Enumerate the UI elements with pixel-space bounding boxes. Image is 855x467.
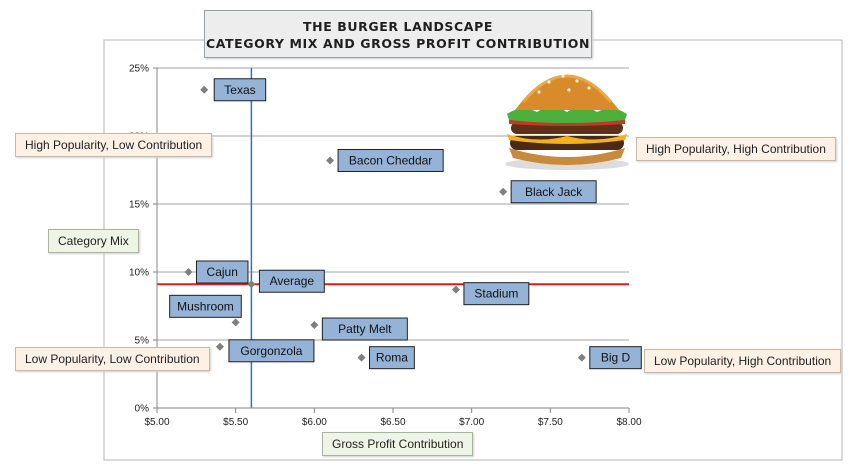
average-marker (247, 280, 256, 289)
point-label: Texas (224, 83, 255, 97)
point-marker (231, 318, 240, 327)
y-axis-title: Category Mix (48, 229, 139, 253)
point-marker (215, 342, 224, 351)
point-label-box (369, 346, 415, 370)
x-axis-title: Gross Profit Contribution (322, 432, 474, 456)
point-marker (310, 321, 319, 330)
point-label-box (463, 282, 530, 306)
point-marker (200, 85, 209, 94)
point-label: Stadium (474, 287, 518, 301)
point-marker (184, 268, 193, 276)
quadrant-high-pop-low-contrib: High Popularity, Low Contribution (15, 133, 213, 157)
x-tick-label: $5.00 (144, 417, 169, 428)
point-marker (577, 353, 586, 362)
quadrant-high-pop-high-contrib: High Popularity, High Contribution (636, 137, 836, 161)
chart-title: THE BURGER LANDSCAPE (303, 19, 493, 34)
point-label-box (169, 294, 242, 318)
y-tick-label: 25% (129, 64, 149, 75)
point-label: Bacon Cheddar (349, 153, 432, 167)
data-points (184, 85, 586, 362)
x-tick-label: $8.00 (616, 417, 641, 428)
x-tick-label: $7.00 (459, 417, 484, 428)
point-label: Patty Melt (338, 322, 392, 336)
quadrant-low-pop-low-contrib: Low Popularity, Low Contribution (15, 347, 210, 371)
point-label: Big D (601, 351, 631, 365)
point-label-box (589, 346, 642, 370)
chart-frame (103, 39, 843, 461)
point-label-box (228, 339, 315, 363)
burger-image (505, 74, 629, 170)
y-tick-label: 0% (135, 404, 150, 415)
point-marker (499, 187, 508, 196)
chart-subtitle: CATEGORY MIX AND GROSS PROFIT CONTRIBUTI… (205, 36, 591, 51)
x-tick-label: $6.50 (380, 417, 405, 428)
x-tick-label: $7.50 (538, 417, 563, 428)
y-tick-label: 15% (129, 200, 149, 211)
point-label: Roma (376, 351, 408, 365)
y-tick-label: 5% (135, 336, 150, 347)
point-label: Black Jack (525, 185, 583, 199)
point-marker (357, 353, 366, 362)
y-tick-label: 10% (129, 268, 149, 279)
point-marker (326, 156, 335, 165)
point-label-box (337, 148, 444, 172)
point-label-box (321, 317, 408, 341)
average-label: Average (270, 274, 315, 288)
quadrant-low-pop-high-contrib: Low Popularity, High Contribution (644, 349, 842, 373)
point-label: Mushroom (177, 299, 234, 313)
point-label-box (213, 78, 267, 102)
point-marker (451, 285, 460, 294)
chart-title-box: THE BURGER LANDSCAPE CATEGORY MIX AND GR… (204, 10, 592, 58)
point-label-box (195, 260, 249, 284)
x-tick-label: $5.50 (223, 417, 248, 428)
point-label-box (510, 180, 597, 204)
point-label: Gorgonzola (240, 344, 302, 358)
x-tick-label: $6.00 (302, 417, 327, 428)
point-label: Cajun (207, 265, 238, 279)
average-label-box (258, 269, 325, 293)
